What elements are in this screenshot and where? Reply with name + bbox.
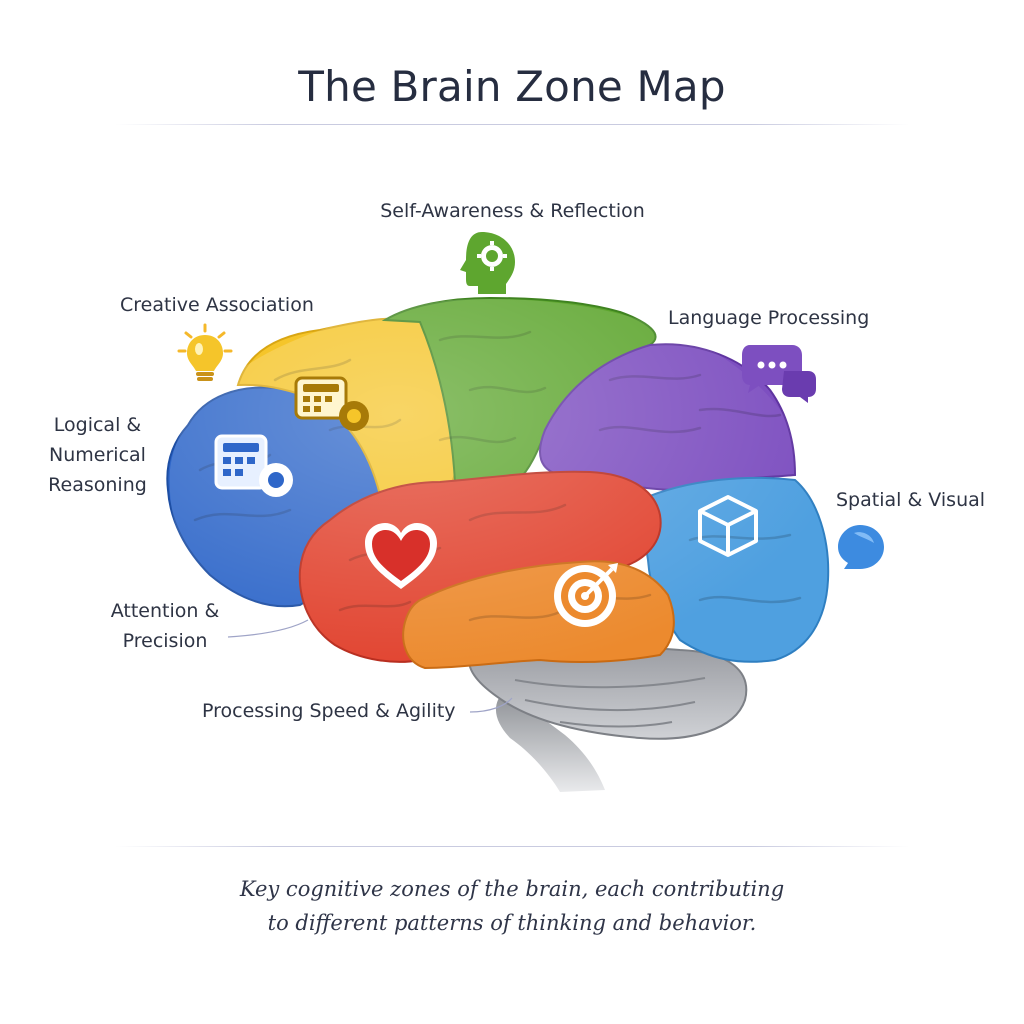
caption: Key cognitive zones of the brain, each c…	[0, 872, 1024, 940]
label-attention-precision: Attention & Precision	[95, 596, 235, 656]
label-logical-line-2: Numerical	[49, 444, 146, 466]
label-logical-line-3: Reasoning	[48, 474, 147, 496]
label-creative-association: Creative Association	[120, 294, 314, 316]
lightbulb-icon	[177, 323, 233, 381]
heart-icon	[365, 523, 437, 589]
cerebellum-fold	[514, 677, 706, 728]
label-self-awareness: Self-Awareness & Reflection	[380, 200, 645, 222]
head-gear-icon	[460, 232, 515, 294]
top-divider	[115, 124, 910, 125]
bottom-divider	[115, 846, 910, 847]
page-title: The Brain Zone Map	[298, 62, 726, 111]
label-spatial-visual: Spatial & Visual	[836, 489, 986, 511]
label-language-processing: Language Processing	[668, 307, 870, 329]
caption-line-1: Key cognitive zones of the brain, each c…	[239, 877, 785, 901]
label-attention-line-1: Attention &	[110, 600, 220, 622]
label-logical-reasoning: Logical & Numerical Reasoning	[30, 410, 165, 500]
chat-bubbles-icon	[742, 345, 816, 403]
spatial-bubble-icon	[838, 525, 884, 569]
calculator-gear-icon-yellow	[294, 376, 369, 431]
brain-stem	[495, 690, 605, 792]
leader-lines	[227, 619, 513, 713]
label-attention-line-2: Precision	[122, 630, 208, 652]
label-processing-speed: Processing Speed & Agility	[202, 700, 456, 722]
target-icon	[554, 563, 618, 627]
cube-icon	[698, 495, 758, 557]
calculator-gear-icon	[214, 434, 293, 497]
label-logical-line-1: Logical &	[53, 414, 142, 436]
caption-line-2: to different patterns of thinking and be…	[267, 911, 757, 935]
